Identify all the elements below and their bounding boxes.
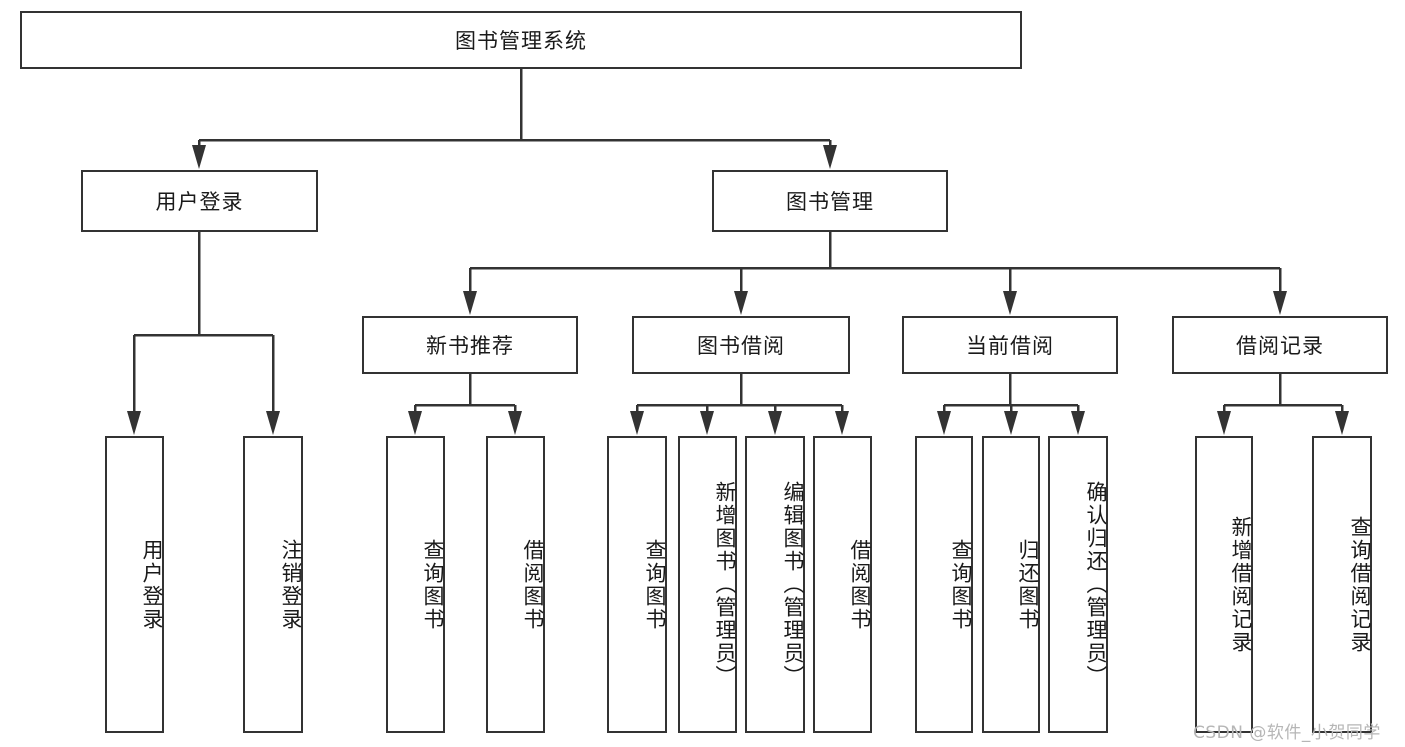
node-label: 借阅图书 — [521, 538, 545, 631]
node-leaf-add-record: 新增借阅记录 — [1195, 436, 1253, 733]
node-leaf-edit-book: 编辑图书（管理员） — [745, 436, 805, 733]
node-leaf-query-book-rec: 查询图书 — [386, 436, 445, 733]
node-leaf-borrow-book-rec: 借阅图书 — [486, 436, 545, 733]
node-leaf-borrow-book-br: 借阅图书 — [813, 436, 872, 733]
node-current-borrow: 当前借阅 — [902, 316, 1118, 374]
node-label: 确认归还（管理员） — [1084, 481, 1108, 688]
node-new-book-recommend: 新书推荐 — [362, 316, 578, 374]
node-label: 新增借阅记录 — [1229, 515, 1253, 654]
node-book-manage: 图书管理 — [712, 170, 948, 232]
node-label: 借阅记录 — [1236, 334, 1324, 358]
node-label: 当前借阅 — [966, 334, 1054, 358]
node-label: 注销登录 — [279, 538, 303, 631]
node-label: 查询图书 — [949, 538, 973, 631]
node-label: 图书管理系统 — [455, 29, 587, 53]
node-leaf-query-book-cb: 查询图书 — [915, 436, 973, 733]
node-label: 借阅图书 — [848, 538, 872, 631]
node-root: 图书管理系统 — [20, 11, 1022, 69]
node-leaf-user-login: 用户登录 — [105, 436, 164, 733]
node-user-login: 用户登录 — [81, 170, 318, 232]
node-leaf-confirm-return: 确认归还（管理员） — [1048, 436, 1108, 733]
node-label: 用户登录 — [140, 538, 164, 631]
node-leaf-return-book: 归还图书 — [982, 436, 1040, 733]
node-label: 图书管理 — [786, 190, 874, 214]
watermark-text: CSDN @软件_小贺同学 — [1193, 723, 1381, 743]
node-leaf-add-book: 新增图书（管理员） — [678, 436, 737, 733]
node-label: 归还图书 — [1016, 538, 1040, 631]
node-leaf-query-book-br: 查询图书 — [607, 436, 667, 733]
node-label: 用户登录 — [155, 190, 244, 214]
node-book-borrow: 图书借阅 — [632, 316, 850, 374]
node-label: 查询借阅记录 — [1348, 515, 1372, 654]
node-borrow-record: 借阅记录 — [1172, 316, 1388, 374]
node-label: 查询图书 — [643, 538, 667, 631]
node-label: 查询图书 — [421, 538, 445, 631]
node-leaf-query-record: 查询借阅记录 — [1312, 436, 1372, 733]
node-leaf-logout: 注销登录 — [243, 436, 303, 733]
node-label: 图书借阅 — [697, 334, 785, 358]
node-label: 新增图书（管理员） — [713, 481, 737, 688]
node-label: 新书推荐 — [426, 334, 514, 358]
node-label: 编辑图书（管理员） — [781, 481, 805, 688]
